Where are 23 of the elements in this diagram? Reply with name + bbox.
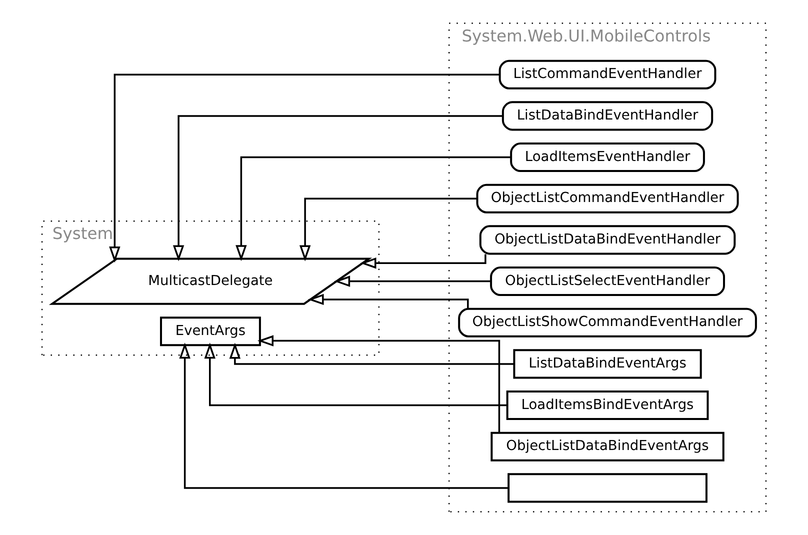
arrow — [360, 254, 486, 269]
node-box: LoadItemsBindEventArgs — [506, 390, 709, 420]
node-box: ListDataBindEventArgs — [513, 349, 702, 379]
arrow — [109, 74, 500, 263]
node-box: ObjectListSelectEventHandler — [490, 266, 726, 296]
node-box: ObjectListShowCommandEventHandler — [458, 308, 757, 338]
arrow — [172, 115, 503, 262]
arrow — [334, 276, 491, 287]
node-box — [508, 473, 708, 503]
node-box: EventArgs — [160, 316, 261, 346]
arrow — [179, 342, 508, 489]
arrow — [204, 342, 508, 406]
node-box: ObjectListDataBindEventArgs — [490, 432, 724, 462]
arrow — [308, 294, 469, 308]
arrow — [229, 342, 514, 365]
node-box: ListDataBindEventHandler — [502, 101, 714, 131]
node-box: LoadItemsEventHandler — [510, 142, 705, 172]
arrow — [236, 156, 511, 262]
arrow — [257, 335, 500, 433]
node-box: ListCommandEventHandler — [498, 60, 716, 90]
node-box: ObjectListDataBindEventHandler — [479, 225, 736, 255]
arrow — [299, 198, 478, 262]
node-box: ObjectListCommandEventHandler — [476, 184, 739, 214]
